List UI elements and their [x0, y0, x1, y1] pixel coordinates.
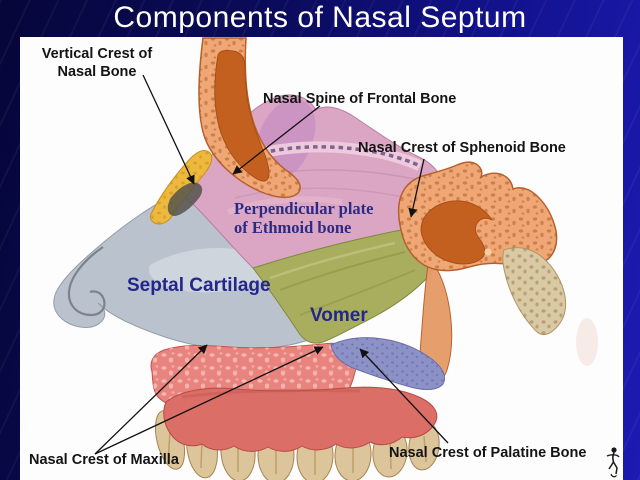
label-nasal-spine-of-frontal-bone: Nasal Spine of Frontal Bone	[263, 91, 457, 107]
leader-lines	[94, 74, 449, 455]
gum-shape	[163, 386, 438, 452]
pterygoid-spongy-shape	[502, 247, 567, 336]
label-nasal-crest-of-sphenoid-bone: Nasal Crest of Sphenoid Bone	[358, 140, 566, 156]
faded-bone-smudge	[576, 318, 598, 366]
vomer-shape	[252, 228, 440, 344]
label-perpendicular-plate-of-ethmoid: Perpendicular plate of Ethmoid bone	[234, 199, 374, 237]
label-vertical-crest-of-nasal-bone: Vertical Crest of Nasal Bone	[41, 46, 153, 81]
label-nasal-crest-of-maxilla: Nasal Crest of Maxilla	[29, 452, 179, 468]
frontal-bone-shape	[198, 37, 301, 199]
label-nasal-crest-of-palatine-bone: Nasal Crest of Palatine Bone	[389, 445, 587, 461]
palatine-bone-shape	[330, 337, 446, 390]
crest-shadow-wedge	[167, 182, 203, 216]
label-vomer: Vomer	[310, 305, 368, 326]
label-septal-cartilage: Septal Cartilage	[127, 275, 271, 296]
sphenoid-bone-shape	[397, 161, 558, 272]
nasal-bone-shape	[149, 149, 213, 225]
stick-figure-icon	[606, 447, 620, 478]
septal-cartilage-shape	[53, 192, 318, 351]
slide-title: Components of Nasal Septum	[113, 1, 527, 34]
